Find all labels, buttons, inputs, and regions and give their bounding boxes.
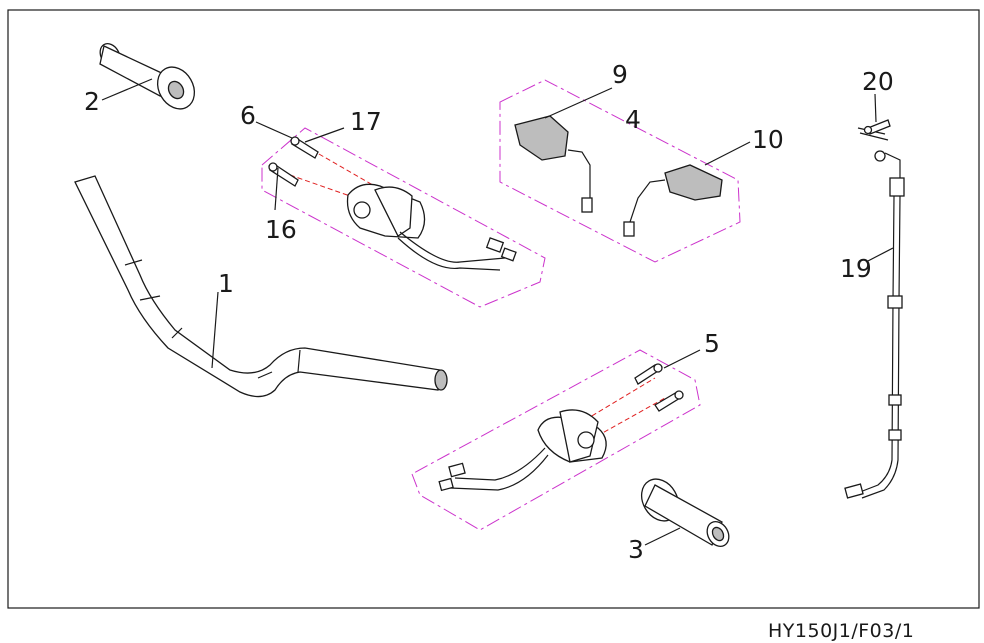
right-switch-group-outline (411, 349, 701, 531)
callout-16: 16 (265, 215, 297, 244)
callout-20: 20 (862, 67, 894, 96)
mirror-group-outline (499, 79, 741, 263)
callout-3: 3 (628, 535, 644, 564)
callout-6: 6 (240, 101, 256, 130)
callout-4: 4 (625, 105, 641, 134)
mirror-left-part (514, 115, 593, 213)
callout-19: 19 (840, 254, 872, 283)
callout-9: 9 (612, 60, 628, 89)
callout-5: 5 (704, 329, 720, 358)
drawing-code: HY150J1/F03/1 (768, 620, 914, 642)
handlebar-part (74, 175, 448, 398)
callout-2: 2 (84, 87, 100, 116)
right-switch-part (438, 363, 684, 492)
left-switch-group-outline (261, 127, 546, 308)
right-grip-part (640, 478, 730, 547)
leader-lines (101, 78, 894, 546)
callout-10: 10 (752, 125, 784, 154)
left-switch-part (268, 136, 517, 271)
callout-1: 1 (218, 269, 234, 298)
callout-17: 17 (350, 107, 382, 136)
drawing-frame (7, 9, 980, 609)
callout-labels: 1 2 3 4 5 6 9 10 16 17 19 20 (84, 60, 894, 564)
left-grip-part (99, 43, 196, 110)
mirror-right-part (623, 164, 723, 237)
throttle-cable-part (844, 119, 905, 499)
